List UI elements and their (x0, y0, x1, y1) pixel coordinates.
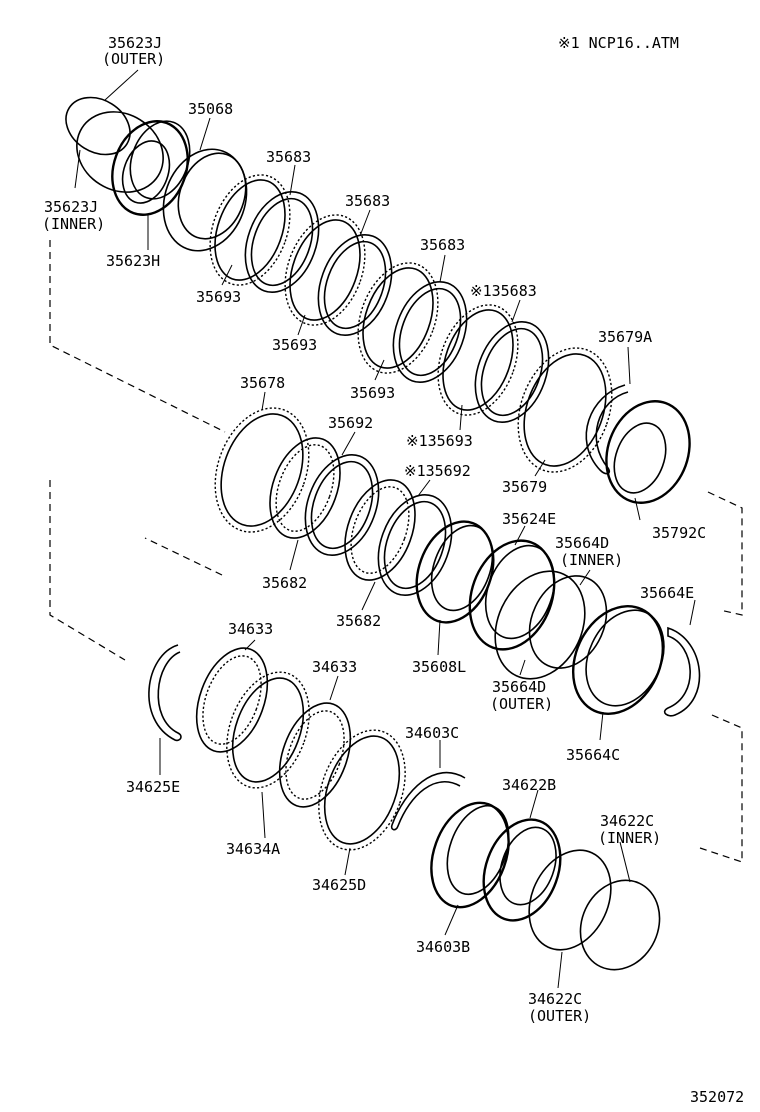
label-35692-b: ※135692 (404, 462, 471, 480)
clutch-disc-34625d (318, 729, 406, 851)
brake-plate-35678 (214, 407, 310, 533)
label-34622b: 34622B (502, 776, 556, 794)
snap-ring-34603c (390, 771, 466, 831)
label-34634a: 34634A (226, 840, 280, 858)
brake-plate-35692-b (377, 493, 453, 597)
label-34625e: 34625E (126, 778, 180, 796)
label-35693-a: 35693 (196, 288, 241, 306)
label-35664d-inner-sub: (INNER) (560, 551, 623, 569)
snap-ring-35623j-inner (76, 111, 164, 193)
snap-ring-35623j-outer (65, 96, 131, 156)
label-35682-a: 35682 (262, 574, 307, 592)
label-35623j-outer-sub: (OUTER) (102, 50, 165, 68)
brake-piston-35608l (415, 520, 495, 624)
piston-35664c (571, 605, 665, 715)
label-35664d-outer-sub: (OUTER) (490, 695, 553, 713)
label-35623j-inner: 35623J (44, 198, 98, 216)
label-34622c-outer: 34622C (528, 990, 582, 1008)
assembly-guide-lines (49, 240, 743, 863)
figure-code: 352072 (690, 1088, 744, 1106)
leader-lines (74, 69, 696, 989)
label-35068: 35068 (188, 100, 233, 118)
brake-disc-35682-b (344, 479, 416, 581)
clutch-plate-34633-b (278, 702, 352, 808)
piston-34622b (482, 818, 562, 922)
clutch-plate-34633-a (195, 647, 269, 753)
flange-35679 (517, 347, 613, 473)
piston-35068 (162, 148, 248, 252)
label-35623j-inner-sub: (INNER) (42, 215, 105, 233)
label-35679a: 35679A (598, 328, 652, 346)
label-35683-a: 35683 (266, 148, 311, 166)
brake-disc-35682-a (269, 437, 341, 539)
label-34633-a: 34633 (228, 620, 273, 638)
o-ring-34622c-inner (579, 879, 661, 971)
o-ring-35664d-outer (494, 570, 586, 680)
label-35664d-outer: 35664D (492, 678, 546, 696)
clutch-disc-35693-a (209, 174, 291, 286)
cylinder-35624e (468, 539, 556, 651)
label-35623h: 35623H (106, 252, 160, 270)
label-35683-c: 35683 (420, 236, 465, 254)
label-34633-b: 34633 (312, 658, 357, 676)
label-34622c-inner-sub: (INNER) (598, 829, 661, 847)
clutch-plate-35683-a (244, 190, 320, 294)
label-35693-c: 35693 (350, 384, 395, 402)
label-35692-a: 35692 (328, 414, 373, 432)
clutch-plate-35683-b (317, 233, 393, 337)
clutch-disc-35693-c (357, 262, 439, 374)
model-note: ※1 NCP16..ATM (558, 34, 679, 52)
label-34622c-inner: 34622C (600, 812, 654, 830)
snap-ring-35664e (663, 626, 701, 717)
o-ring-34622c-outer (528, 849, 612, 951)
clutch-disc-35693-d (437, 304, 519, 416)
label-35678: 35678 (240, 374, 285, 392)
piston-34603b (430, 801, 510, 909)
label-34603b: 34603B (416, 938, 470, 956)
clutch-plate-35683-c (392, 280, 468, 384)
brake-plate-35692-a (304, 453, 380, 557)
label-34622c-outer-sub: (OUTER) (528, 1007, 591, 1025)
clutch-plate-35683-d (474, 320, 550, 424)
label-35664e: 35664E (640, 584, 694, 602)
hub-35792c (605, 400, 691, 504)
label-35683-d: ※135683 (470, 282, 537, 300)
label-34603c: 34603C (405, 724, 459, 742)
label-35664c: 35664C (566, 746, 620, 764)
label-35792c: 35792C (652, 524, 706, 542)
clutch-disc-34634a (226, 671, 310, 789)
label-34625d: 34625D (312, 876, 366, 894)
label-35624e: 35624E (502, 510, 556, 528)
label-35623j-outer: 35623J (108, 34, 162, 52)
clutch-drum-35623h (111, 120, 191, 216)
o-ring-35664d-inner (528, 575, 608, 669)
label-35693-b: 35693 (272, 336, 317, 354)
label-35679: 35679 (502, 478, 547, 496)
label-35682-b: 35682 (336, 612, 381, 630)
label-35664d-inner: 35664D (555, 534, 609, 552)
label-35683-b: 35683 (345, 192, 390, 210)
clutch-disc-35693-b (284, 214, 366, 326)
label-35608l: 35608L (412, 658, 466, 676)
part-labels: 35623J (OUTER) 35068 35623J (INNER) 3562… (42, 34, 706, 1025)
snap-ring-34625e (148, 644, 182, 742)
label-35693-d: ※135693 (406, 432, 473, 450)
